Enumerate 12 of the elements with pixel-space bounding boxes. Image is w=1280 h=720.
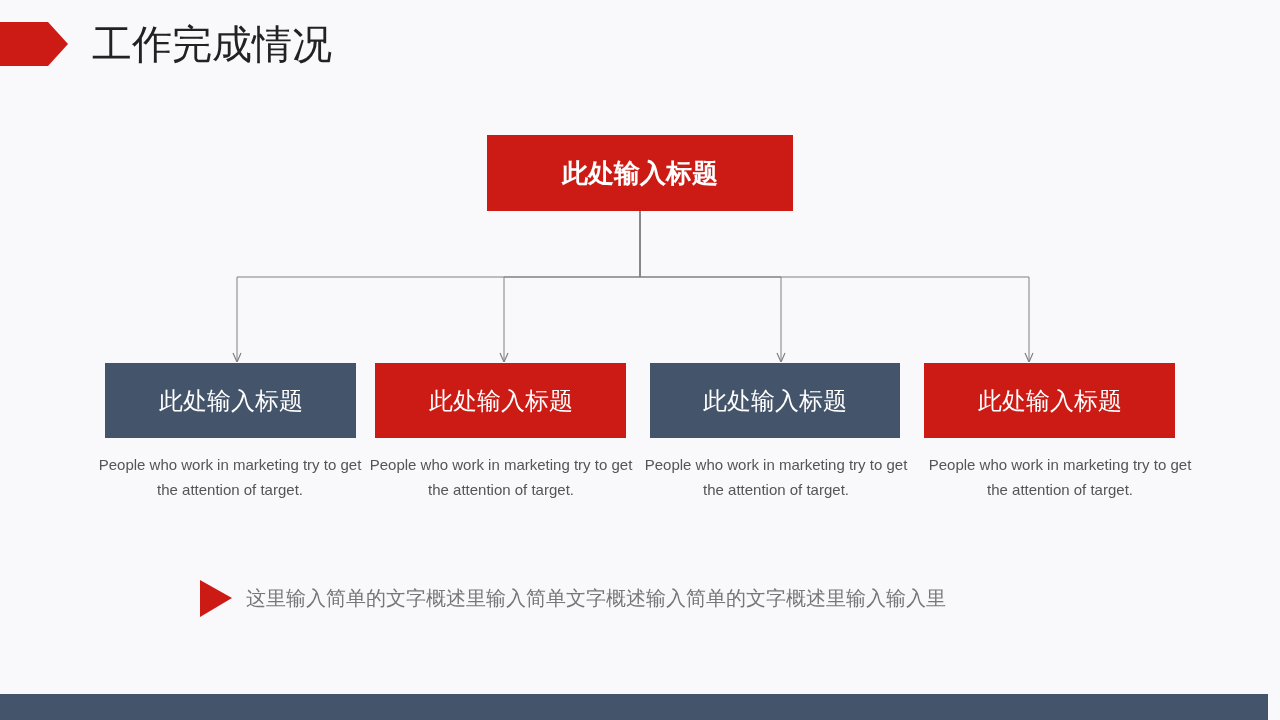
description-text: People who work in marketing try to get the attention of target. — [927, 455, 1193, 500]
summary-text: 这里输入简单的文字概述里输入简单文字概述输入简单的文字概述里输入输入里 — [246, 586, 946, 612]
title-box: 此处输入标题 — [375, 363, 626, 438]
description-text: People who work in marketing try to get the attention of target. — [97, 455, 363, 500]
title-box: 此处输入标题 — [650, 363, 900, 438]
description-text: People who work in marketing try to get the attention of target. — [643, 455, 909, 500]
description-text: People who work in marketing try to get the attention of target. — [368, 455, 634, 500]
title-box: 此处输入标题 — [105, 363, 356, 438]
title-box: 此处输入标题 — [924, 363, 1175, 438]
title-box: 此处输入标题 — [487, 135, 793, 211]
connector-arrow — [639, 210, 1034, 363]
page-title: 工作完成情况 — [92, 20, 332, 69]
